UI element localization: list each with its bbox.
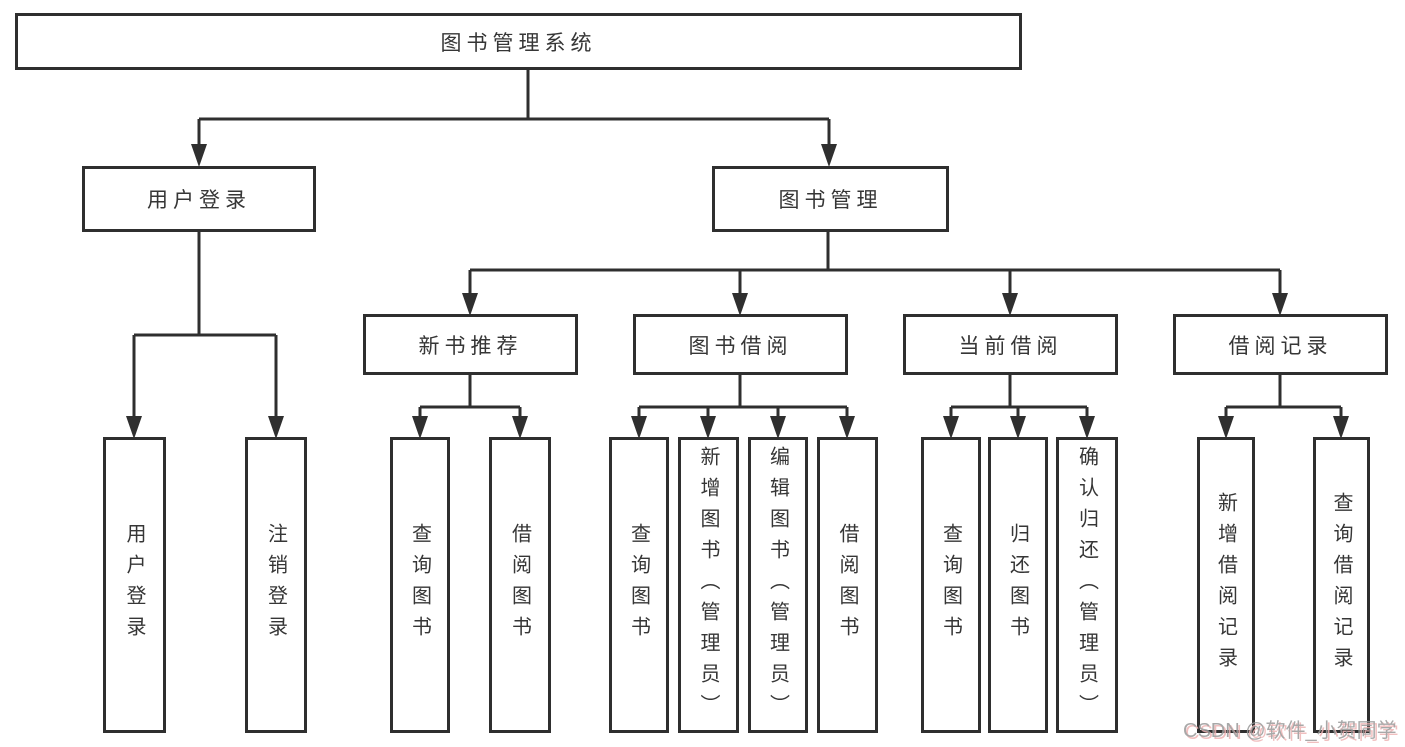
node-borrowing-records: 借阅记录 (1173, 314, 1388, 375)
connector-lines (132, 70, 1343, 421)
node-confirm-return-admin: 确认归还（管理员） (1056, 437, 1118, 733)
csdn-watermark: CSDN @软件_小贺同学 (1183, 720, 1397, 742)
node-user-login: 用户登录 (82, 166, 316, 232)
node-book-borrowing: 图书借阅 (633, 314, 848, 375)
node-logout-action: 注销登录 (245, 437, 307, 733)
node-current-borrowing: 当前借阅 (903, 314, 1118, 375)
node-add-borrow-record: 新增借阅记录 (1197, 437, 1255, 733)
node-user-login-action: 用户登录 (103, 437, 166, 733)
node-borrow-books-recommend: 借阅图书 (489, 437, 551, 733)
node-new-book-recommend: 新书推荐 (363, 314, 578, 375)
node-query-books-recommend: 查询图书 (390, 437, 450, 733)
node-add-book-admin: 新增图书（管理员） (678, 437, 739, 733)
node-book-management: 图书管理 (712, 166, 949, 232)
node-query-books-borrowing: 查询图书 (609, 437, 669, 733)
node-query-books-current: 查询图书 (921, 437, 981, 733)
node-borrow-books-borrowing: 借阅图书 (817, 437, 878, 733)
node-library-system: 图书管理系统 (15, 13, 1022, 70)
node-return-books: 归还图书 (988, 437, 1048, 733)
node-edit-book-admin: 编辑图书（管理员） (748, 437, 808, 733)
node-query-borrow-record: 查询借阅记录 (1313, 437, 1370, 733)
